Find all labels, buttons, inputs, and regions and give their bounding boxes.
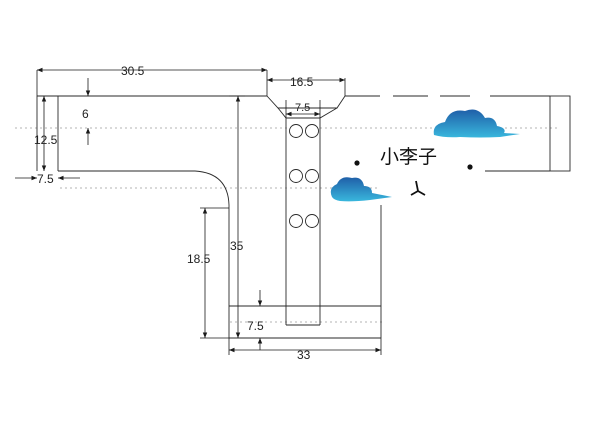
holes <box>289 124 319 228</box>
cloud-icon <box>330 177 392 202</box>
dim-arm-tail: 7.5 <box>37 172 54 186</box>
hole <box>305 124 319 138</box>
part-outline <box>36 95 571 339</box>
hole <box>305 214 319 228</box>
dim-leg-height: 18.5 <box>187 252 211 266</box>
dim-total-height: 35 <box>230 239 244 253</box>
dim-slot-bottom: 7.5 <box>295 102 310 114</box>
hole <box>289 214 303 228</box>
watermark-text: 小李子 <box>380 146 437 168</box>
cloud-icon <box>433 109 520 138</box>
hole <box>305 169 319 183</box>
dimension-lines <box>15 67 382 355</box>
dim-base-height: 7.5 <box>247 319 264 333</box>
centerlines <box>15 127 560 323</box>
dimension-labels: 30.5 16.5 7.5 6 12.5 7.5 35 18.5 7.5 33 <box>34 64 314 362</box>
dim-slot-width: 16.5 <box>290 75 314 89</box>
dim-overall-width: 30.5 <box>121 64 145 78</box>
dim-top-offset: 6 <box>82 107 89 121</box>
watermark-mark <box>410 180 426 196</box>
watermark-logo: 小李子 <box>330 109 520 202</box>
hole <box>289 124 303 138</box>
dim-base-width: 33 <box>297 348 311 362</box>
dim-arm-height: 12.5 <box>34 133 58 147</box>
hole <box>289 169 303 183</box>
